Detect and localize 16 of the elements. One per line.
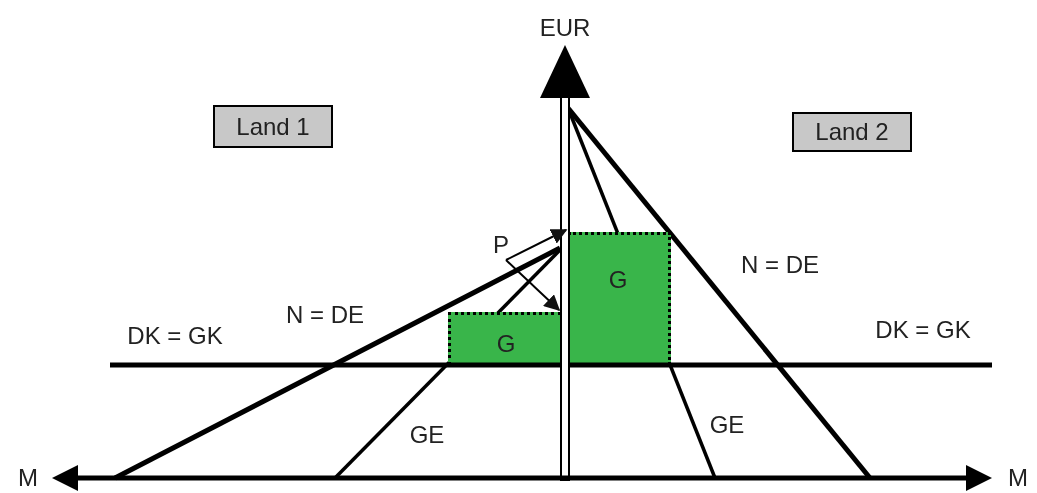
line-label: DK = GK [875, 318, 971, 342]
curve-label: GE [709, 413, 745, 437]
country-box: Land 2 [792, 112, 912, 152]
line-label: DK = GK [127, 324, 223, 348]
profit-area: G [448, 312, 561, 365]
curve-label: GE [409, 423, 445, 447]
leader-arrow [505, 229, 568, 261]
curve-label: N = DE [286, 303, 364, 327]
leader-arrow [505, 259, 561, 312]
curve-label: N = DE [741, 253, 819, 277]
profit-area: G [568, 232, 671, 365]
axis-label: EUR [539, 16, 591, 40]
axis-label: M [18, 466, 38, 490]
axis-label: M [1008, 466, 1028, 490]
country-box: Land 1 [213, 105, 333, 148]
price-label: P [486, 230, 516, 260]
